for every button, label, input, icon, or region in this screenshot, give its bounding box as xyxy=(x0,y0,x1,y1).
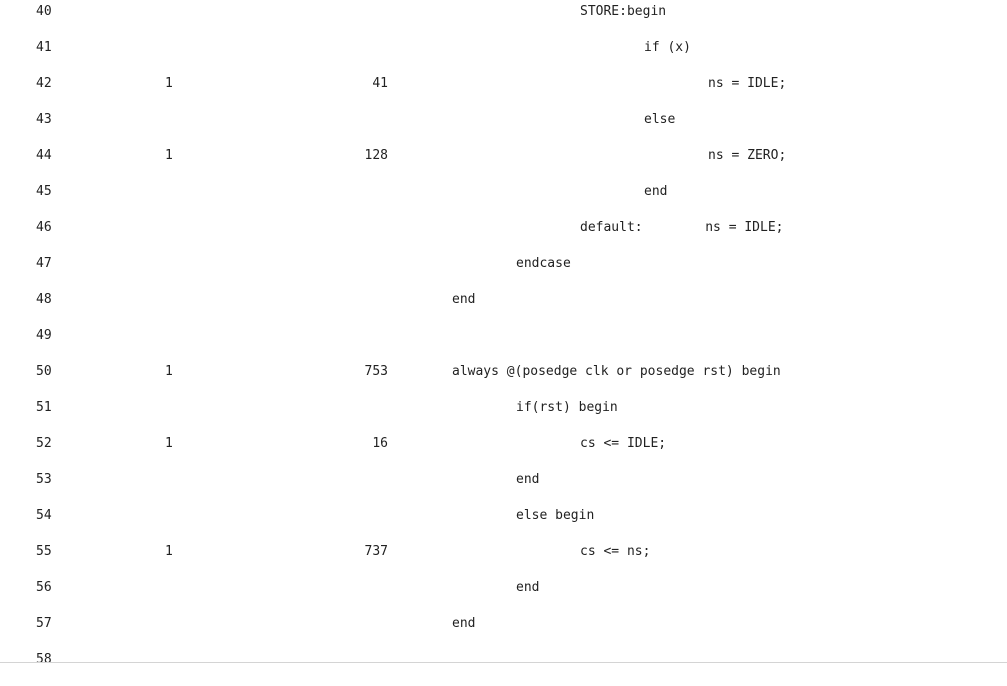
execution-count: 16 xyxy=(372,436,388,451)
source-line-row: 53 end xyxy=(0,470,1007,506)
line-number: 54 xyxy=(36,508,52,523)
source-line-row: 57 end xyxy=(0,614,1007,650)
hit-flag: 1 xyxy=(165,76,173,91)
source-code: else xyxy=(644,112,676,127)
source-line-row: 47 endcase xyxy=(0,254,1007,290)
source-code: STORE:begin xyxy=(580,4,667,19)
line-number: 42 xyxy=(36,76,52,91)
source-line-row: 43 else xyxy=(0,110,1007,146)
source-line-row: 52 1 16 cs <= IDLE; xyxy=(0,434,1007,470)
line-number: 52 xyxy=(36,436,52,451)
line-number: 48 xyxy=(36,292,52,307)
source-line-row: 58 xyxy=(0,650,1007,686)
source-code: end xyxy=(644,184,668,199)
source-code: if (x) xyxy=(644,40,691,55)
source-line-row: 42 1 41 ns = IDLE; xyxy=(0,74,1007,110)
line-number: 45 xyxy=(36,184,52,199)
line-number: 49 xyxy=(36,328,52,343)
execution-count: 737 xyxy=(364,544,388,559)
source-code: end xyxy=(516,580,540,595)
source-code: endcase xyxy=(516,256,571,271)
hit-flag: 1 xyxy=(165,544,173,559)
source-code: end xyxy=(516,472,540,487)
source-line-row: 48 end xyxy=(0,290,1007,326)
coverage-report: 40 STORE:begin 41 if (x) 42 1 41 ns = IDLE; 43 el… xyxy=(0,2,1007,667)
line-number: 55 xyxy=(36,544,52,559)
source-code: end xyxy=(452,616,476,631)
line-number: 43 xyxy=(36,112,52,127)
source-code: if(rst) begin xyxy=(516,400,618,415)
source-code: else begin xyxy=(516,508,595,523)
line-number: 57 xyxy=(36,616,52,631)
source-code: default: ns = IDLE; xyxy=(580,220,784,235)
line-number: 51 xyxy=(36,400,52,415)
source-line-row: 45 end xyxy=(0,182,1007,218)
source-code: always @(posedge clk or posedge rst) beg… xyxy=(452,364,781,379)
line-number: 46 xyxy=(36,220,52,235)
hit-flag: 1 xyxy=(165,364,173,379)
source-code: end xyxy=(452,292,476,307)
source-line-row: 50 1 753 always @(posedge clk or posedge rs… xyxy=(0,362,1007,398)
source-line-row: 41 if (x) xyxy=(0,38,1007,74)
line-number: 50 xyxy=(36,364,52,379)
source-code: ns = IDLE; xyxy=(708,76,787,91)
source-line-row: 55 1 737 cs <= ns; xyxy=(0,542,1007,578)
execution-count: 41 xyxy=(372,76,388,91)
line-number: 47 xyxy=(36,256,52,271)
source-line-row: 46 default: ns = IDLE; xyxy=(0,218,1007,254)
execution-count: 128 xyxy=(364,148,388,163)
execution-count: 753 xyxy=(364,364,388,379)
line-number: 41 xyxy=(36,40,52,55)
source-line-row: 51 if(rst) begin xyxy=(0,398,1007,434)
hit-flag: 1 xyxy=(165,148,173,163)
line-number: 53 xyxy=(36,472,52,487)
source-code: cs <= ns; xyxy=(580,544,651,559)
source-code: ns = ZERO; xyxy=(708,148,787,163)
bottom-divider xyxy=(0,662,1007,663)
line-number: 44 xyxy=(36,148,52,163)
source-code: cs <= IDLE; xyxy=(580,436,667,451)
hit-flag: 1 xyxy=(165,436,173,451)
line-number: 40 xyxy=(36,4,52,19)
source-line-row: 49 xyxy=(0,326,1007,362)
source-line-row: 56 end xyxy=(0,578,1007,614)
line-number: 58 xyxy=(36,652,52,667)
source-line-row: 44 1 128 ns = ZERO; xyxy=(0,146,1007,182)
line-number: 56 xyxy=(36,580,52,595)
source-line-row: 40 STORE:begin xyxy=(0,2,1007,38)
source-line-row: 54 else begin xyxy=(0,506,1007,542)
